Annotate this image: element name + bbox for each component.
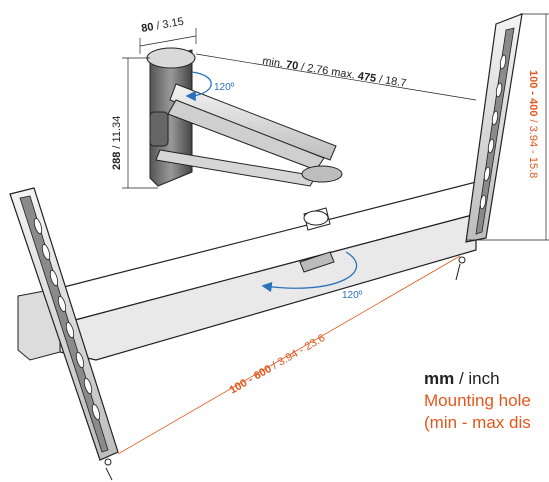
left-vertical-bracket — [9, 187, 119, 481]
extension-label: min. 70 / 2.76 max. 475 / 18.7 — [262, 55, 408, 90]
horizontal-holes-dim-line — [117, 255, 461, 455]
swivel-angle-bottom: 120º — [342, 290, 363, 301]
legend-min-max: (min - max dis — [424, 413, 531, 432]
swivel-arrow-top — [185, 71, 212, 102]
dimension-lines — [122, 13, 549, 241]
horizontal-holes-label: 100 - 600 / 3.94 - 23.6 — [228, 332, 328, 397]
right-vertical-bracket — [455, 13, 523, 281]
arm-depth-label: 80 / 3.15 — [140, 16, 184, 35]
swing-arm — [155, 83, 343, 187]
legend-mounting-hole: Mounting hole — [424, 391, 531, 410]
horizontal-beam — [17, 181, 477, 361]
swivel-arrow-bottom — [261, 251, 358, 293]
legend-units: mm / inch — [424, 369, 500, 388]
legend: mm / inch Mounting hole (min - max dis — [424, 368, 531, 434]
height-label: 288 / 11.34 — [111, 116, 123, 170]
swivel-angle-top: 120º — [214, 82, 235, 93]
vertical-holes-label: 100 - 400 / 3.94 - 15.8 — [527, 70, 539, 178]
